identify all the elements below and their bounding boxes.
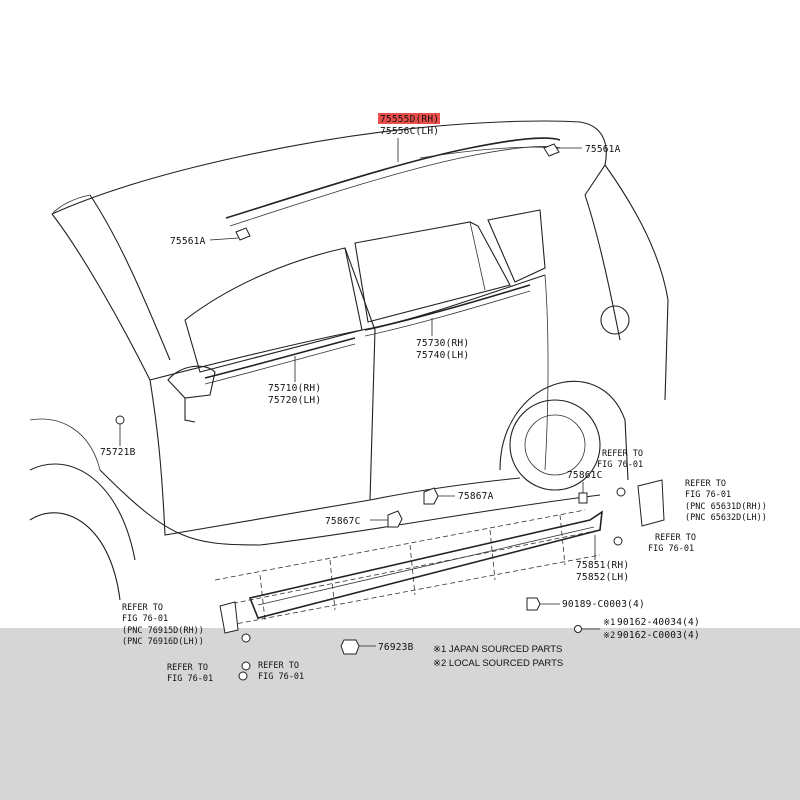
windshield-base — [89, 194, 171, 361]
quarter-window — [487, 209, 546, 283]
rear-rim — [524, 414, 586, 476]
screw-90162 — [574, 625, 582, 633]
label-75555d: 75555D(RH) — [380, 114, 439, 125]
fig-top-1: FIG 76-01 — [597, 460, 643, 470]
rear-door-moulding-2 — [364, 290, 531, 337]
fig-left: FIG 76-01 — [122, 614, 168, 624]
highlight-75555d — [378, 113, 440, 124]
bolt-rh-bottom — [613, 536, 623, 546]
label-90162-c0003: 90162-C0003(4) — [617, 630, 700, 641]
label-75851: 75851(RH) — [576, 560, 629, 571]
pnc-65631d: (PNC 65631D(RH)) — [685, 502, 767, 512]
label-75556c: 75556C(LH) — [380, 126, 439, 137]
front-tire — [29, 512, 121, 601]
body-lower — [99, 469, 601, 546]
clip-75861c — [578, 492, 588, 504]
clip-75867a — [423, 487, 439, 505]
clip-75867c — [387, 510, 403, 528]
clip-76923b — [340, 639, 360, 655]
rocker-ghost-v4 — [489, 529, 496, 581]
front-door — [149, 379, 371, 536]
label-76923b: 76923B — [378, 642, 414, 653]
rocker-ghost-3 — [229, 554, 601, 626]
roof-front-edge — [51, 194, 91, 215]
fig-right: FIG 76-01 — [685, 490, 731, 500]
label-75561a-front: 75561A — [170, 236, 206, 247]
note-japan: ※1 JAPAN SOURCED PARTS — [433, 644, 562, 655]
rear-door-moulding — [364, 284, 531, 331]
front-door-moulding — [204, 337, 356, 379]
label-75730: 75730(RH) — [416, 338, 469, 349]
rear-roof — [579, 121, 607, 196]
clip-75721b — [115, 415, 125, 425]
refer-left-2: REFER TO — [167, 663, 208, 673]
rear-hatch — [604, 164, 669, 401]
refer-right: REFER TO — [685, 479, 726, 489]
fig-left-3: FIG 76-01 — [258, 672, 304, 682]
note-local: ※2 LOCAL SOURCED PARTS — [433, 658, 563, 669]
fuel-lid — [600, 305, 630, 335]
rear-window — [354, 221, 511, 323]
b-pillar — [344, 247, 376, 501]
refer-top-1: REFER TO — [602, 449, 643, 459]
label-75740: 75740(LH) — [416, 350, 469, 361]
rocker-ghost-1 — [214, 509, 586, 581]
mirror-arm — [184, 398, 196, 423]
fig-left-2: FIG 76-01 — [167, 674, 213, 684]
mark-1: ※1 — [603, 618, 615, 628]
grey-band — [0, 628, 800, 800]
bolt-lh-2 — [241, 661, 251, 671]
rocker-ghost-v3 — [409, 544, 416, 596]
front-wheel-arch — [29, 463, 136, 561]
bolt-lh-1 — [241, 633, 251, 643]
bracket-left — [219, 601, 239, 634]
lead-75561a-l — [209, 237, 239, 241]
refer-left: REFER TO — [122, 603, 163, 613]
a-pillar — [51, 213, 151, 381]
label-75721b: 75721B — [100, 447, 136, 458]
bolt-lh-3 — [238, 671, 248, 681]
pnc-76915d: (PNC 76915D(RH)) — [122, 626, 204, 636]
rear-door-bottom — [369, 477, 521, 501]
label-75852: 75852(LH) — [576, 572, 629, 583]
fig-right-2: FIG 76-01 — [648, 544, 694, 554]
label-75710: 75710(RH) — [268, 383, 321, 394]
rocker-ghost-v2 — [329, 559, 336, 611]
rear-wheel-arch — [499, 380, 629, 481]
mark-2: ※2 — [603, 631, 615, 641]
label-75720: 75720(LH) — [268, 395, 321, 406]
bracket-right — [637, 479, 665, 527]
roof-rail-lower — [229, 146, 561, 227]
pnc-65632d: (PNC 65632D(LH)) — [685, 513, 767, 523]
pnc-76916d: (PNC 76916D(LH)) — [122, 637, 204, 647]
rail-end-cap-front — [235, 227, 251, 241]
rear-tire — [509, 399, 601, 491]
label-75561a-rear: 75561A — [585, 144, 621, 155]
front-window — [184, 247, 363, 373]
rocker-moulding-inner — [257, 526, 595, 606]
front-door-moulding-2 — [204, 343, 356, 385]
belt-line — [149, 274, 546, 381]
roof-outline — [51, 120, 581, 215]
label-90162-40034: 90162-40034(4) — [617, 617, 700, 628]
refer-left-3: REFER TO — [258, 661, 299, 671]
front-bumper — [29, 418, 101, 471]
label-75867c: 75867C — [325, 516, 361, 527]
tail-lamp — [584, 194, 621, 341]
refer-right-2: REFER TO — [655, 533, 696, 543]
door-rear-edge — [544, 274, 549, 471]
roof-rail — [225, 137, 561, 219]
label-75867a: 75867A — [458, 491, 494, 502]
label-75861c: 75861C — [567, 470, 603, 481]
rocker-moulding — [248, 510, 603, 619]
rear-window-div — [469, 221, 486, 291]
side-mirror — [167, 365, 216, 399]
label-90189: 90189-C0003(4) — [562, 599, 645, 610]
nut-90189 — [526, 597, 541, 611]
bolt-rh-top — [616, 487, 626, 497]
rail-end-cap-rear — [543, 143, 560, 157]
